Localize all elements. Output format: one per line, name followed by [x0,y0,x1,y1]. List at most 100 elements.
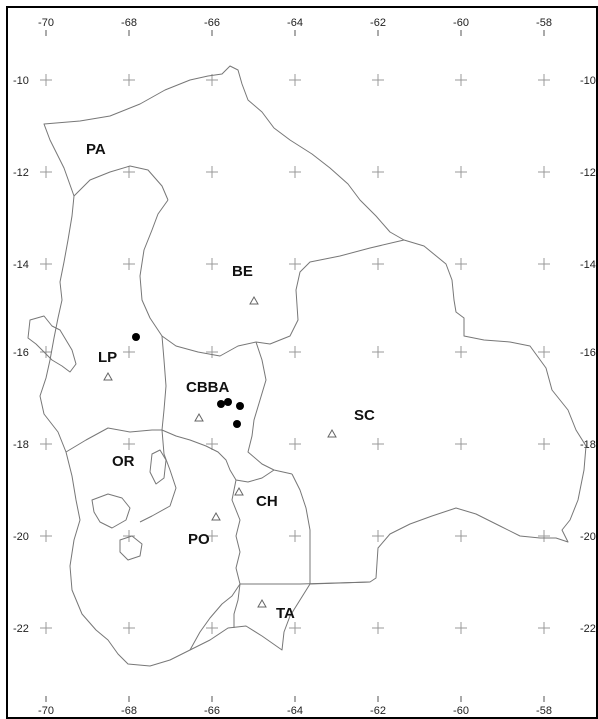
region-label-ch: CH [256,493,278,510]
top-tick-label: -58 [536,17,552,29]
filled-circle-icon [224,398,232,406]
or-po-boundary [139,429,177,523]
bottom-tick-label: -70 [38,705,54,717]
lp-be-boundary [139,199,257,357]
bottom-tick-label: -60 [453,705,469,717]
bottom-tick-label: -58 [536,705,552,717]
bottom-tick-label: -66 [204,705,220,717]
cbba-south-boundary [161,429,275,483]
grid-cross-icon [289,346,301,358]
grid-cross-icon [123,166,135,178]
left-tick-label: -22 [13,623,29,635]
grid-cross-icon [123,622,135,634]
grid-cross-icon [206,166,218,178]
filled-circle-icon [132,333,140,341]
grid-cross-icon [538,622,550,634]
grid-cross-icon [123,530,135,542]
ch-sc-boundary [291,473,311,584]
filled-circle-icon [236,402,244,410]
salt-lake-poopo [149,449,167,485]
grid-cross-icon [372,166,384,178]
region-label-be: BE [232,263,253,280]
map-frame [6,6,598,719]
grid-cross-icon [40,74,52,86]
grid-crosses [40,30,550,702]
grid-cross-icon [538,438,550,450]
grid-cross-icon [40,438,52,450]
grid-cross-icon [455,166,467,178]
grid-cross-icon [538,74,550,86]
grid-cross-icon [455,346,467,358]
top-tick-label: -60 [453,17,469,29]
grid-cross-icon [289,530,301,542]
department-outlines [27,65,587,667]
filled-circle-markers [132,333,244,428]
top-tick-label: -64 [287,17,303,29]
bottom-tick-label: -64 [287,705,303,717]
region-label-cbba: CBBA [186,379,229,396]
grid-cross-icon [372,346,384,358]
grid-cross-icon [123,258,135,270]
left-tick-label: -20 [13,531,29,543]
bottom-tick-label: -62 [370,705,386,717]
salt-lake-coipasa [119,535,143,561]
open-triangle-markers [103,295,337,608]
grid-cross-icon [206,346,218,358]
po-ch-boundary [231,479,241,585]
filled-circle-icon [233,420,241,428]
grid-cross-icon [455,622,467,634]
grid-cross-icon [538,346,550,358]
grid-cross-icon [206,438,218,450]
grid-cross-icon [455,258,467,270]
po-ta-boundary [189,583,241,651]
left-tick-label: -16 [13,347,29,359]
right-tick-label: -20 [580,531,596,543]
grid-cross-icon [123,74,135,86]
bottom-tick-label: -68 [121,705,137,717]
open-triangle-icon [257,598,267,608]
grid-cross-icon [206,530,218,542]
lp-cbba-boundary [161,335,167,431]
region-label-pa: PA [86,141,106,158]
grid-cross-icon [206,622,218,634]
region-label-sc: SC [354,407,375,424]
grid-cross-icon [455,438,467,450]
region-label-po: PO [188,531,210,548]
region-label-or: OR [112,453,135,470]
region-labels: PA BE LP CBBA SC OR CH PO TA [86,141,375,622]
grid-cross-icon [289,166,301,178]
grid-cross-icon [538,258,550,270]
grid-cross-icon [372,438,384,450]
grid-cross-icon [455,530,467,542]
grid-cross-icon [538,530,550,542]
pando-boundary [73,165,169,201]
grid-cross-icon [289,74,301,86]
bottom-axis: -70 -68 -66 -64 -62 -60 -58 [38,705,552,717]
grid-cross-icon [40,346,52,358]
region-label-lp: LP [98,349,117,366]
salt-lake-uyuni [91,493,131,529]
grid-cross-icon [206,74,218,86]
grid-cross-icon [40,622,52,634]
ta-boundary [233,581,371,628]
region-label-ta: TA [276,605,295,622]
open-triangle-icon [249,295,259,305]
grid-cross-icon [206,258,218,270]
grid-cross-icon [372,622,384,634]
right-tick-label: -12 [580,167,596,179]
left-axis: -10 -12 -14 -16 -18 -20 -22 [13,75,29,635]
right-tick-label: -10 [580,75,596,87]
left-tick-label: -14 [13,259,29,271]
grid-cross-icon [289,438,301,450]
lake-titicaca [27,315,77,373]
open-triangle-icon [234,486,244,496]
top-tick-label: -66 [204,17,220,29]
left-tick-label: -10 [13,75,29,87]
grid-cross-icon [455,74,467,86]
right-axis: -10 -12 -14 -16 -18 -20 -22 [580,75,596,635]
country-border [39,65,587,667]
grid-cross-icon [40,166,52,178]
grid-cross-icon [372,74,384,86]
